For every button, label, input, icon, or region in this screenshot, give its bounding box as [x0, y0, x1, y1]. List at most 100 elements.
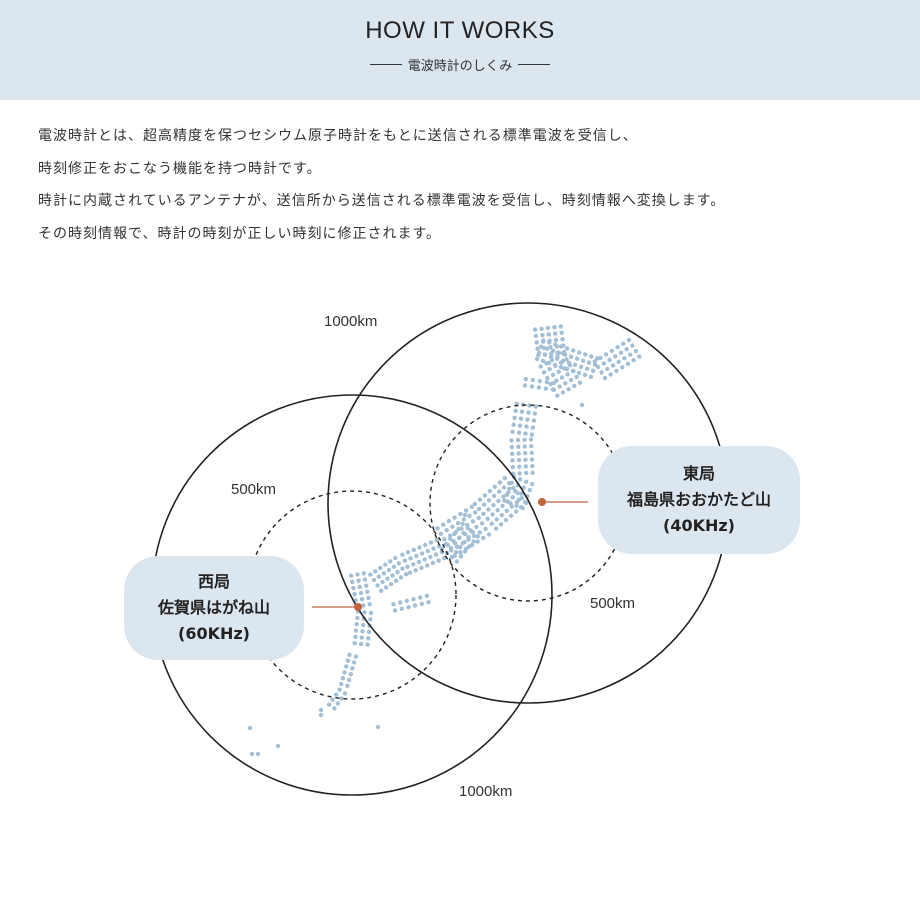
map-dot	[510, 495, 515, 500]
west-station-location: 佐賀県はがね山	[157, 598, 270, 617]
map-dot	[553, 342, 558, 347]
map-dot	[511, 485, 516, 491]
map-dot	[560, 337, 565, 342]
map-dot	[624, 347, 629, 352]
map-dot	[426, 600, 431, 605]
map-dot	[517, 477, 523, 482]
map-dot	[626, 337, 632, 343]
map-dot	[380, 579, 385, 585]
map-dot	[509, 504, 514, 509]
map-dot	[423, 542, 428, 548]
map-dot	[366, 595, 371, 601]
map-dot	[555, 393, 560, 398]
map-dot	[247, 725, 253, 731]
map-dot	[456, 526, 461, 532]
map-dot	[524, 479, 529, 484]
map-dot	[540, 358, 546, 364]
map-dot	[536, 350, 542, 355]
map-dot	[529, 450, 534, 455]
map-dot	[564, 357, 569, 362]
header-band: HOW IT WORKS 電波時計のしくみ	[0, 0, 920, 100]
map-dot	[544, 379, 549, 385]
map-dot	[452, 531, 457, 537]
map-dot	[507, 486, 512, 491]
map-dot	[376, 574, 382, 579]
map-dot	[368, 617, 373, 622]
map-dot	[541, 370, 547, 375]
map-dot	[405, 564, 410, 569]
map-dot	[548, 354, 554, 359]
map-dot	[516, 451, 521, 456]
map-dot	[521, 485, 526, 490]
west-500km-circle	[247, 490, 457, 700]
map-dot	[344, 664, 349, 669]
map-dot	[486, 498, 492, 503]
map-dot	[458, 554, 464, 559]
map-dot	[509, 438, 514, 443]
map-dot	[565, 346, 570, 351]
map-dot	[547, 366, 552, 372]
map-dot	[534, 340, 539, 345]
map-dot	[535, 346, 540, 351]
map-dot	[529, 432, 535, 437]
east-outer-range-label: 1000km	[324, 313, 378, 330]
map-dot	[348, 573, 354, 578]
map-dot	[485, 516, 490, 521]
map-dot	[368, 610, 374, 616]
map-dot	[342, 691, 348, 696]
map-dot	[517, 423, 523, 428]
map-dot	[534, 356, 540, 362]
map-dot	[588, 374, 594, 380]
map-dot	[453, 550, 459, 555]
map-dot	[533, 333, 539, 339]
map-dot	[391, 602, 396, 607]
map-dot	[505, 499, 510, 504]
map-dot	[550, 372, 556, 378]
map-dot	[519, 491, 524, 496]
map-dot	[514, 503, 519, 508]
map-dot	[490, 512, 495, 517]
map-dot	[608, 372, 613, 377]
map-dot	[381, 571, 387, 576]
map-dot	[333, 692, 339, 697]
map-dot	[559, 375, 565, 380]
map-dot	[339, 696, 344, 701]
map-dot	[515, 437, 521, 443]
map-dot	[556, 369, 561, 374]
map-dot	[365, 642, 370, 647]
map-dot	[392, 608, 398, 613]
map-dot	[497, 480, 503, 485]
map-dot	[406, 605, 411, 610]
map-dot	[395, 569, 400, 575]
page-subtitle: 電波時計のしくみ	[0, 55, 920, 74]
map-dot	[340, 676, 346, 681]
map-dot	[471, 533, 477, 539]
map-dot	[508, 513, 514, 518]
map-dot	[574, 374, 579, 380]
east-station-name: 東局	[682, 464, 715, 483]
map-dot	[359, 641, 364, 647]
east-inner-range-label: 500km	[590, 595, 636, 612]
map-dot	[425, 563, 430, 568]
map-dot	[463, 508, 469, 513]
subtitle-right-rule	[518, 64, 551, 65]
map-dot	[391, 564, 397, 569]
map-dot	[537, 378, 542, 384]
map-dot	[461, 530, 466, 536]
map-dot	[351, 585, 356, 591]
map-dot	[586, 360, 592, 365]
map-dot	[592, 359, 597, 364]
map-dot	[448, 536, 453, 542]
map-dot	[568, 377, 574, 383]
map-dot	[361, 571, 366, 576]
map-dot	[577, 350, 582, 355]
map-dot	[418, 595, 423, 600]
map-dot	[548, 345, 553, 350]
map-dot	[504, 508, 509, 513]
map-dot	[411, 562, 416, 567]
map-dot	[620, 365, 625, 370]
map-dot	[583, 352, 588, 357]
map-dot	[326, 702, 332, 707]
map-dot	[609, 348, 614, 353]
